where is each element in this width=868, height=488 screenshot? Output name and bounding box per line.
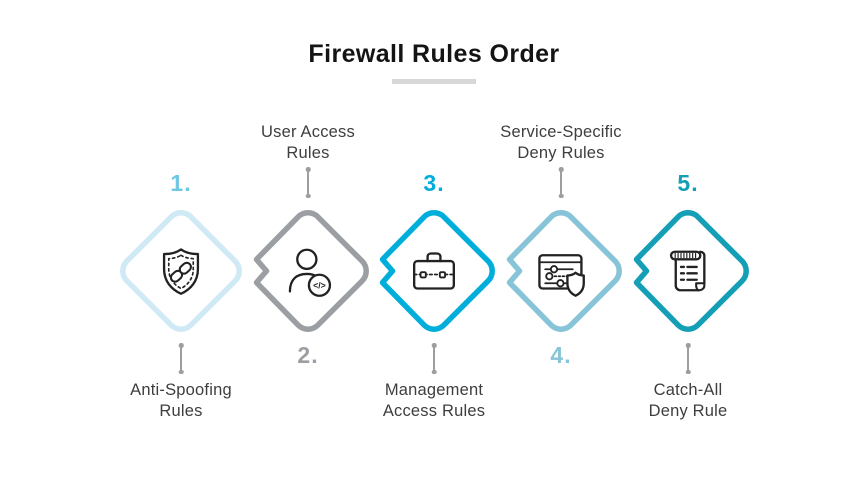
scroll-list-icon xyxy=(669,250,706,292)
diamond-shape: </> xyxy=(241,204,375,338)
step-number: 2. xyxy=(297,342,319,368)
step-label: Service-Specific Deny Rules xyxy=(500,123,622,162)
settings-shield-icon xyxy=(538,254,585,297)
step-label: Anti-Spoofing Rules xyxy=(130,381,232,420)
diamond-shape xyxy=(494,204,628,338)
user-code-icon: </> xyxy=(288,248,332,297)
step-label: Management Access Rules xyxy=(382,381,486,420)
step-2: User Access Rules </> 2. xyxy=(208,0,408,488)
step-number: 1. xyxy=(170,170,192,196)
step-4: Service-Specific Deny Rules xyxy=(461,0,661,488)
diamond-shape xyxy=(114,204,248,338)
briefcase-icon xyxy=(413,252,455,290)
step-number: 3. xyxy=(423,170,445,196)
connector-line xyxy=(433,345,435,372)
diamond-outline xyxy=(120,210,242,332)
step-label: User Access Rules xyxy=(261,123,355,162)
diamond-outline xyxy=(506,210,622,332)
shield-link-icon xyxy=(162,248,200,295)
step-label: Catch-All Deny Rule xyxy=(648,381,728,420)
step-number: 5. xyxy=(677,170,699,196)
code-badge-text: </> xyxy=(313,281,326,291)
step-3: 3. Management Access Rules xyxy=(334,0,534,488)
connector-line xyxy=(180,345,182,372)
step-5: 5. Catch-All Deny Rule xyxy=(588,0,788,488)
diamond-shape xyxy=(621,204,755,338)
connector-line xyxy=(687,345,689,372)
connector-line xyxy=(560,169,562,196)
diamond-shape xyxy=(367,204,501,338)
step-number: 4. xyxy=(550,342,572,368)
diamond-outline xyxy=(379,210,495,332)
title-underline xyxy=(392,79,476,84)
page-title: Firewall Rules Order xyxy=(308,40,560,68)
diamond-outline xyxy=(633,210,749,332)
connector-line xyxy=(307,169,309,196)
diamond-outline xyxy=(253,210,369,332)
step-1: 1. Anti-Spoofing Rules xyxy=(81,0,281,488)
